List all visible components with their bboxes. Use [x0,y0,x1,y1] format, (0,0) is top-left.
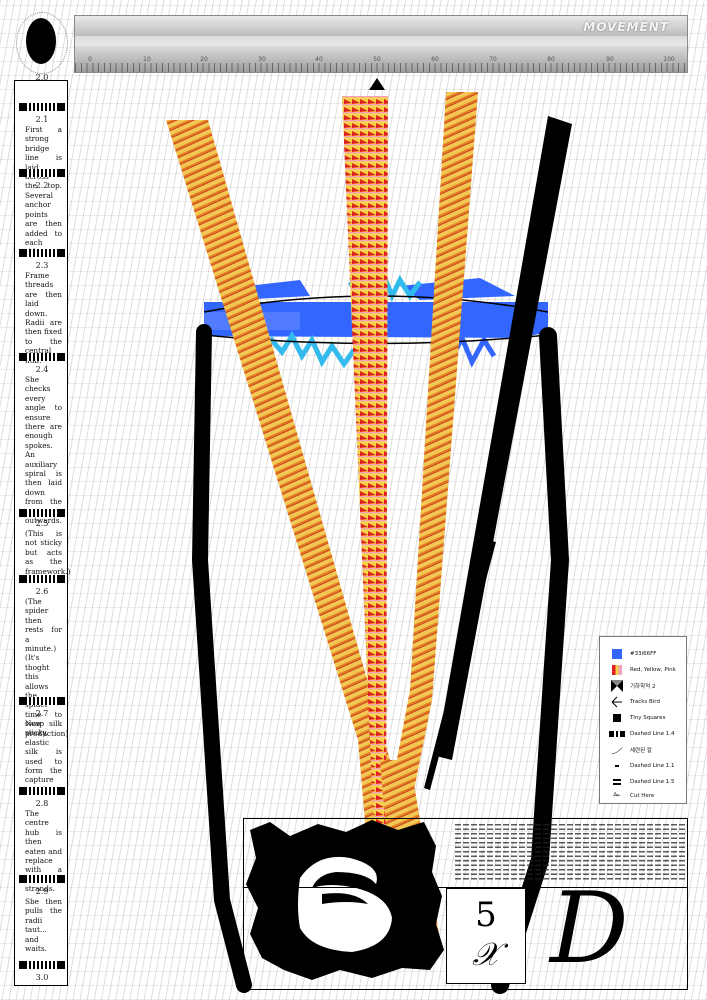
legend-label: Tiny Squares [630,715,666,721]
ruler-tick: 40 [315,56,323,63]
black-square-icon [608,712,626,724]
step-number: 2.2 [35,181,49,190]
fine-print-texture [455,824,685,882]
legend-label: Cut Here [630,793,655,799]
footer-number: 5 [475,895,497,935]
legend-label: #33i66FF [630,651,657,657]
panel-divider [19,787,65,795]
step-text: (This is not sticky but acts as the fram… [25,529,71,576]
legend-label: 세련된 칼 [630,748,652,754]
ruler-tick: 30 [258,56,266,63]
panel-divider [19,575,65,583]
ruler-tick: 60 [431,56,439,63]
legend-item: 세련된 칼 [608,743,652,757]
double-bar-icon [608,776,626,788]
legend-item: Dashed Line 1.5 [608,775,675,789]
oval-ring [16,12,68,74]
step-number: 2.4 [35,365,49,374]
step-text: Several anchor points are then added to … [25,191,62,256]
legend-item: Dashed Line 1.4 [608,727,675,741]
panel-top-label: 2.0 [35,73,49,82]
panel-divider [19,169,65,177]
ruler-tick: 50 [373,56,381,63]
panel-divider [19,509,65,517]
step-number: 2.8 [35,799,49,808]
ruler-pointer-icon [369,78,385,90]
dashed-line-thick-icon [608,728,626,740]
ruler-brand: MOVEMENT [583,20,669,34]
legend-item: Tiny Squares [608,711,665,725]
legend-label: Dashed Line 1.4 [630,731,675,737]
ruler-tick: 20 [200,56,208,63]
ink-splotch [246,820,444,980]
ruler-scale [75,63,687,72]
step-number: 2.7 [35,709,49,718]
instructions-panel: 2.0 2.1 First a strong bridge line is la… [14,73,71,986]
blue-square-icon [608,648,626,660]
step-number: 2.9 [35,887,49,896]
step-number: 2.6 [35,587,49,596]
legend-item: Tracks Bird [608,695,660,709]
ruler-tick: 70 [489,56,497,63]
ruler-tick: 0 [88,56,92,63]
step-number: 2.5 [35,519,49,528]
step-text: Frame threads are then laid down. Radii … [25,271,62,365]
legend-item: Red, Yellow, Pink [608,663,676,677]
panel-divider [19,353,65,361]
caption-rule [243,887,688,888]
caption-frame [243,818,688,990]
black-straw [424,116,572,790]
step-number: 2.1 [35,115,49,124]
legend-label: Dashed Line 1.1 [630,763,675,769]
panel-divider [19,961,65,969]
step-text: Sbe then pulls the radii taut... and wai… [25,897,62,954]
ruler-tick: 90 [606,56,614,63]
step-text: She checks every angle to ensure there a… [25,375,62,526]
ruler-tick: 80 [547,56,555,63]
legend: #33i66FF Red, Yellow, Pink 기하학적 2 Tracks… [599,636,687,804]
ruler-tick: 100 [663,56,675,63]
panel-divider [19,103,65,111]
knife-icon [608,744,626,756]
ruler-tick: 10 [143,56,151,63]
geometric-star-icon [608,680,626,692]
panel-bottom-label: 3.0 [35,973,49,982]
ruler: MOVEMENT 0 10 20 30 40 50 60 70 80 90 10… [74,15,688,73]
legend-item: 기하학적 2 [608,679,656,693]
legend-item: ✁ Cut Here [608,789,654,803]
bird-track-icon [608,696,626,708]
legend-item: Dashed Line 1.1 [608,759,675,773]
panel-divider [19,875,65,883]
legend-label: Red, Yellow, Pink [630,667,676,673]
scissors-icon: ✁ [613,791,621,801]
legend-label: 기하학적 2 [630,684,656,690]
dash-short-icon [608,760,626,772]
legend-label: Dashed Line 1.5 [630,779,675,785]
step-text: Now sticky, elastic silk is used to form… [25,719,62,794]
footer-letter: D [550,872,629,986]
panel-divider [19,697,65,705]
ruler-highlight [75,36,687,46]
legend-label: Tracks Bird [630,699,660,705]
legend-item: #33i66FF [608,647,656,661]
black-oval [26,18,56,64]
panel-divider [19,249,65,257]
step-number: 2.3 [35,261,49,270]
gradient-swatch-icon [608,664,626,676]
footer-script-glyph: 𝒳 [472,935,500,973]
number-box: 5 𝒳 [446,888,526,984]
